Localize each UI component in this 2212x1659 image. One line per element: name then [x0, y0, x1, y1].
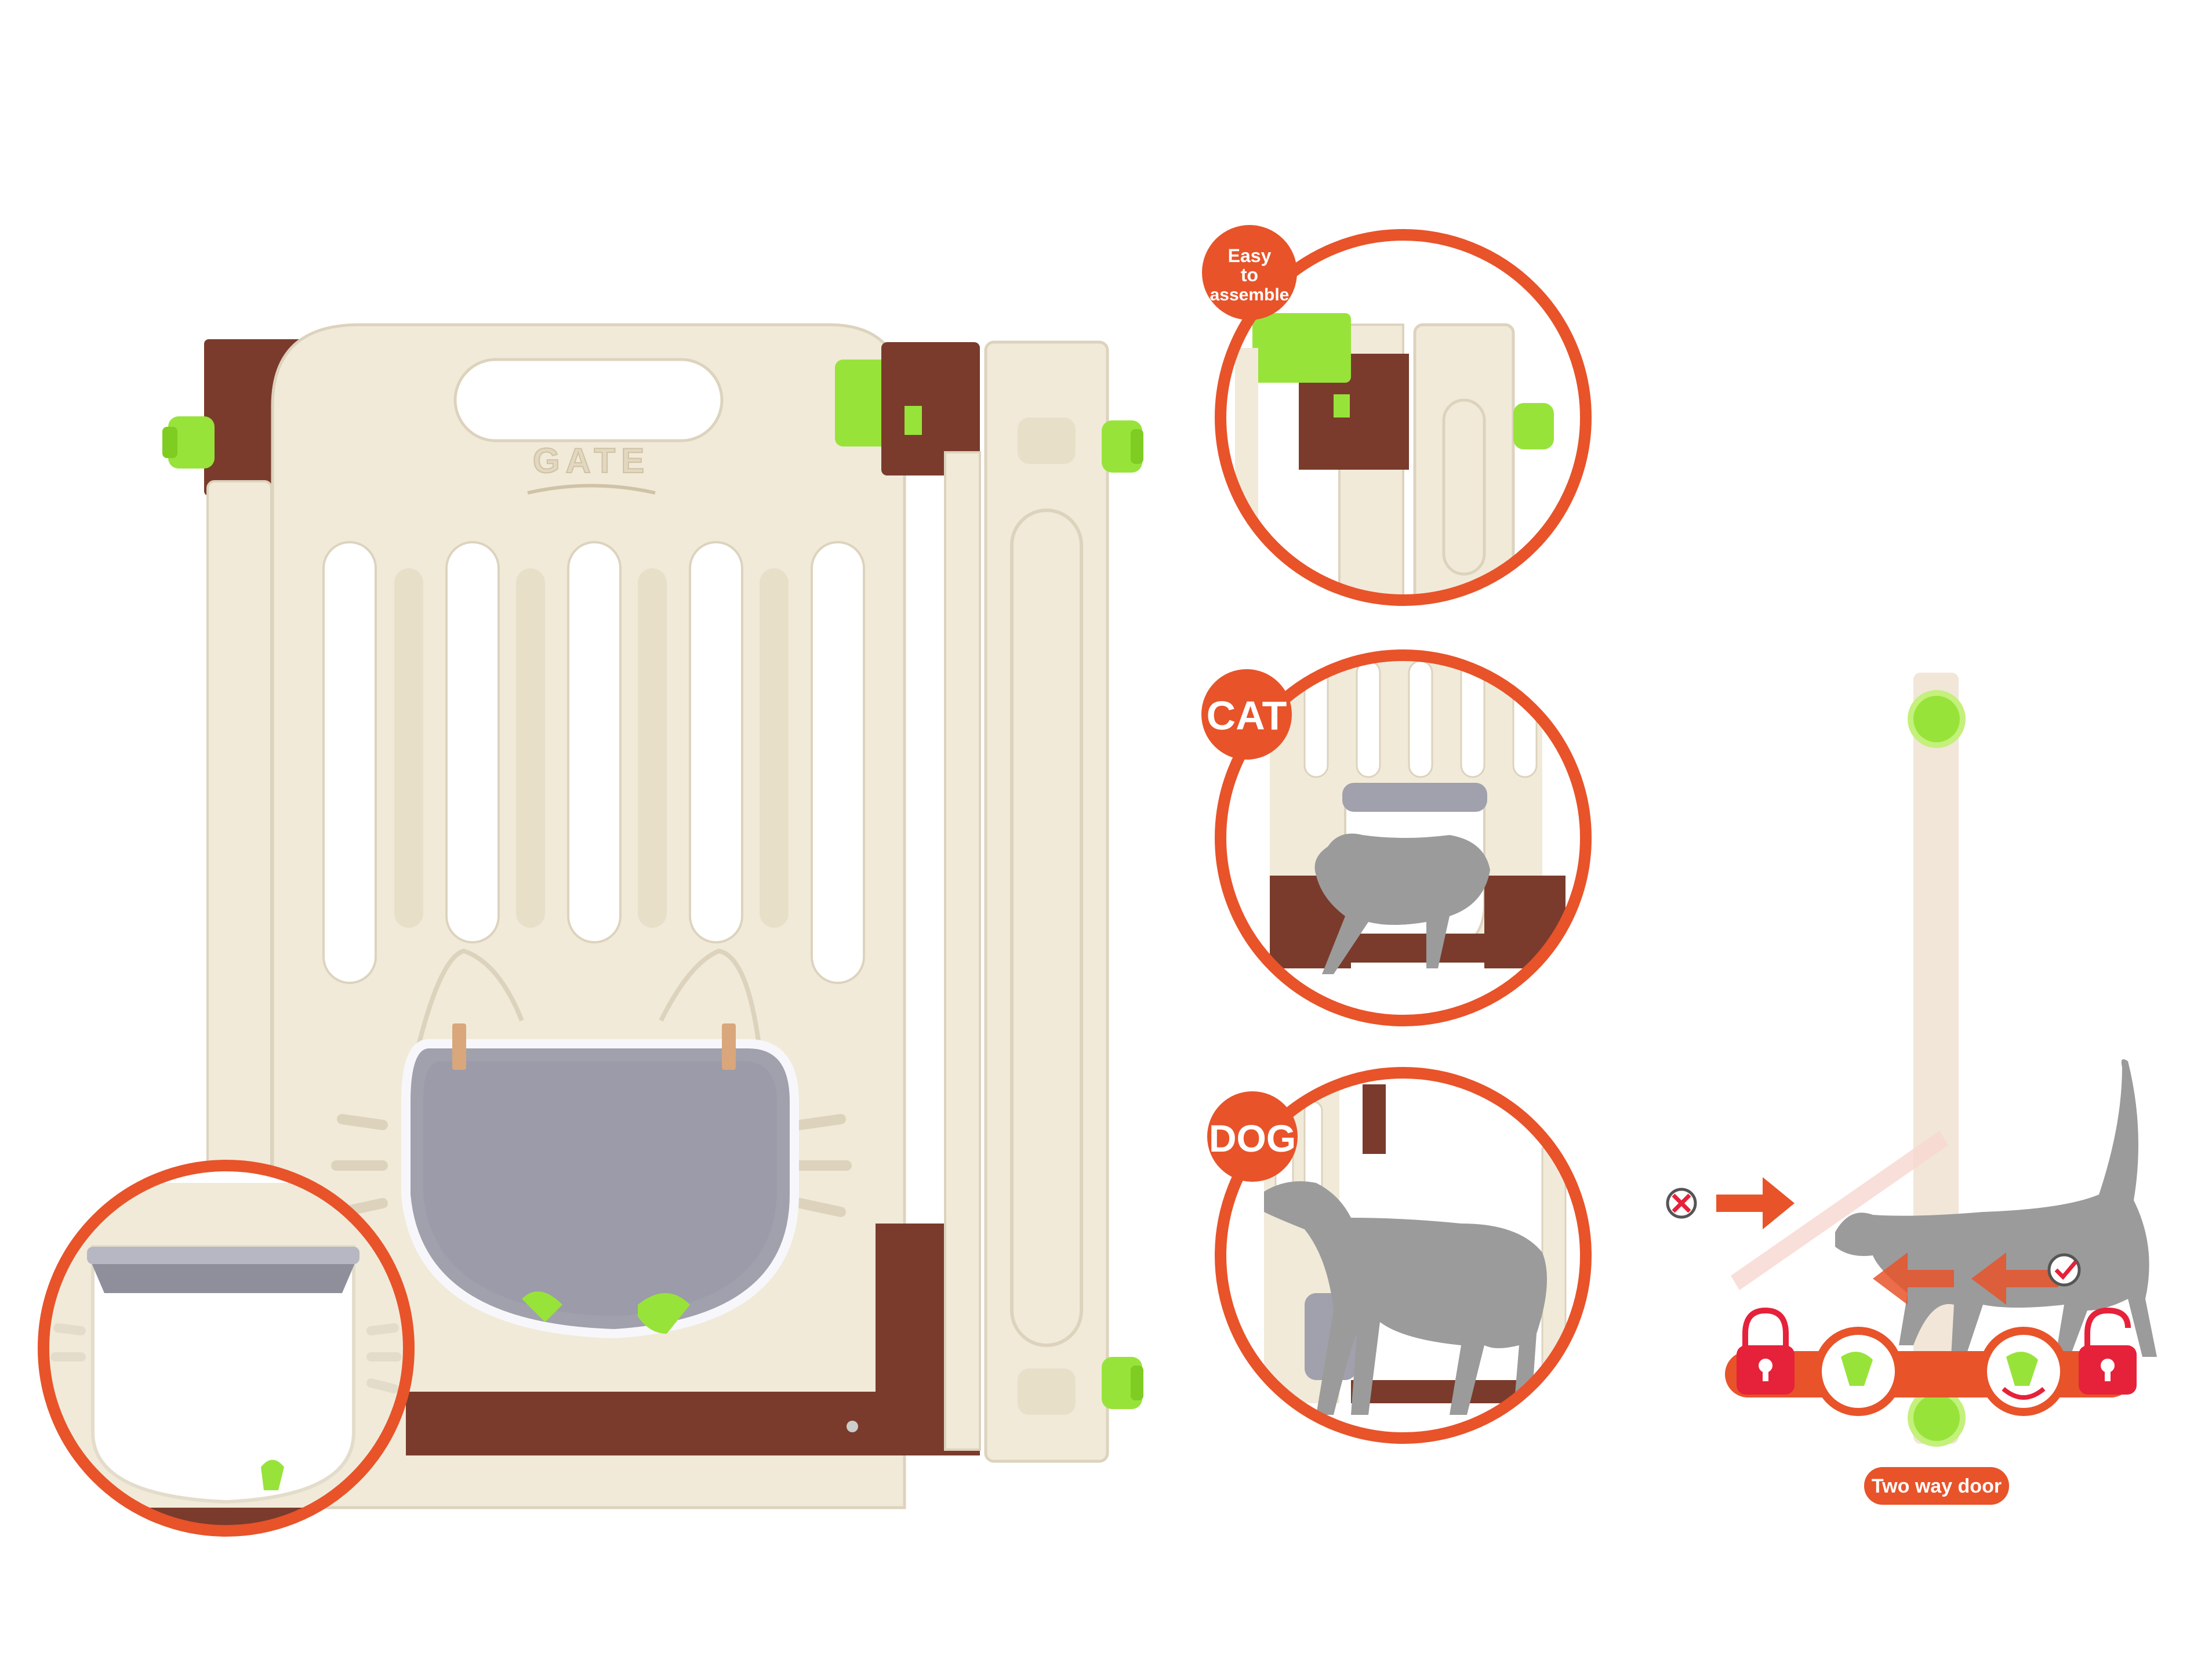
lock-knob-closed — [1814, 1327, 1903, 1416]
extension-panel — [984, 340, 1109, 1463]
flap-hinge — [722, 1023, 736, 1070]
two-way-door-diagram: Two way door — [1666, 673, 2157, 1505]
svg-text:to: to — [1241, 264, 1258, 285]
tension-bolt-icon — [162, 416, 215, 469]
svg-text:DOG: DOG — [1209, 1117, 1296, 1160]
lock-knob-open — [1979, 1327, 2068, 1416]
arrow-right-icon — [1716, 1177, 1795, 1229]
arrow-left-icon — [1873, 1253, 2058, 1305]
badge-assemble — [1202, 225, 1297, 320]
dog-silhouette — [1264, 1181, 1547, 1415]
door-pivot-top — [1908, 690, 1966, 748]
flap-hinge — [452, 1023, 466, 1070]
blocked-leaf — [1731, 1131, 1948, 1290]
cat-flap-door — [401, 1023, 799, 1339]
callout-assemble: Easy to assemble — [1202, 225, 1592, 606]
tension-bolt-icon — [1102, 420, 1143, 473]
check-icon — [2047, 1253, 2081, 1287]
gate-emboss-text: GATE — [533, 441, 650, 480]
badge-cat — [1201, 669, 1292, 760]
pet-gate: GATE — [162, 323, 1143, 1509]
badge-dog — [1207, 1091, 1298, 1182]
cat-silhouette — [1314, 833, 1490, 974]
callout-dog: DOG — [1207, 1067, 1592, 1444]
svg-text:CAT: CAT — [1207, 693, 1287, 738]
tension-bolt-icon — [1102, 1357, 1143, 1409]
lock-icon — [1737, 1307, 1795, 1395]
flap-lock-knob — [638, 1293, 690, 1334]
cross-icon — [1666, 1188, 1697, 1219]
callout-cat: CAT — [1201, 649, 1592, 1026]
door-pivot-bottom — [1908, 1389, 1966, 1447]
svg-text:assemble: assemble — [1210, 285, 1290, 304]
callout-flap-closeup — [38, 1160, 415, 1537]
gate-slats — [322, 541, 865, 984]
gate-handle — [453, 358, 724, 442]
caption-two-way-door: Two way door — [1872, 1475, 2002, 1497]
unlock-icon — [2079, 1307, 2137, 1395]
gate-ribs — [394, 568, 789, 928]
right-top-bracket — [881, 342, 980, 475]
flap-lock-knob — [522, 1291, 562, 1322]
caption-badge — [1864, 1467, 2009, 1505]
svg-text:Easy: Easy — [1228, 245, 1272, 266]
